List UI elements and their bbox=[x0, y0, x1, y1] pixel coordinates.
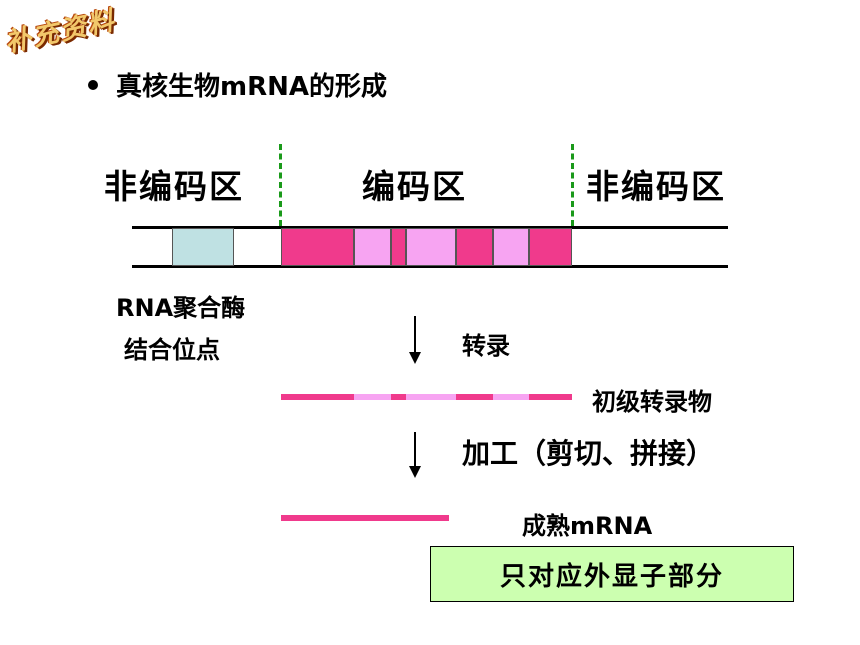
primary-intron-3 bbox=[493, 394, 529, 400]
page-title: 真核生物mRNA的形成 bbox=[116, 72, 387, 102]
primary-exon-3 bbox=[456, 394, 493, 400]
label-noncoding-left: 非编码区 bbox=[104, 167, 244, 206]
primary-intron-1 bbox=[354, 394, 391, 400]
transcription-label: 转录 bbox=[462, 332, 510, 360]
exon-segment-3 bbox=[456, 228, 493, 266]
bullet-icon bbox=[88, 79, 98, 90]
intron-segment-3 bbox=[493, 228, 529, 266]
exon-segment-1 bbox=[281, 228, 354, 266]
mature-mrna-bar bbox=[281, 515, 449, 521]
exon-note-box: 只对应外显子部分 bbox=[430, 546, 794, 602]
exon-segment-4 bbox=[529, 228, 572, 266]
boundary-guide-left bbox=[279, 144, 282, 226]
binding-site-label-1: RNA聚合酶 bbox=[116, 294, 246, 322]
processing-arrow-icon bbox=[409, 466, 421, 478]
label-coding: 编码区 bbox=[362, 167, 467, 206]
exon-segment-2 bbox=[391, 228, 406, 266]
heading-line: 真核生物mRNA的形成 bbox=[88, 66, 387, 103]
primary-transcript-label: 初级转录物 bbox=[592, 388, 712, 416]
primary-exon-4 bbox=[529, 394, 572, 400]
promoter-segment bbox=[172, 228, 234, 266]
exon-note-text: 只对应外显子部分 bbox=[499, 561, 724, 592]
primary-exon-1 bbox=[281, 394, 354, 400]
primary-intron-2 bbox=[406, 394, 456, 400]
boundary-guide-right bbox=[571, 144, 574, 226]
intron-segment-1 bbox=[354, 228, 391, 266]
processing-label: 加工（剪切、拼接） bbox=[462, 437, 715, 470]
gene-strand-bottom bbox=[132, 265, 728, 268]
processing-arrow-shaft bbox=[414, 432, 416, 468]
label-noncoding-right: 非编码区 bbox=[586, 167, 726, 206]
binding-site-label-2: 结合位点 bbox=[124, 336, 220, 364]
transcription-arrow-shaft bbox=[414, 316, 416, 354]
gene-strand-top bbox=[132, 226, 728, 229]
mature-mrna-label: 成熟mRNA bbox=[522, 512, 653, 540]
transcription-arrow-icon bbox=[409, 352, 421, 364]
primary-exon-2 bbox=[391, 394, 406, 400]
intron-segment-2 bbox=[406, 228, 456, 266]
